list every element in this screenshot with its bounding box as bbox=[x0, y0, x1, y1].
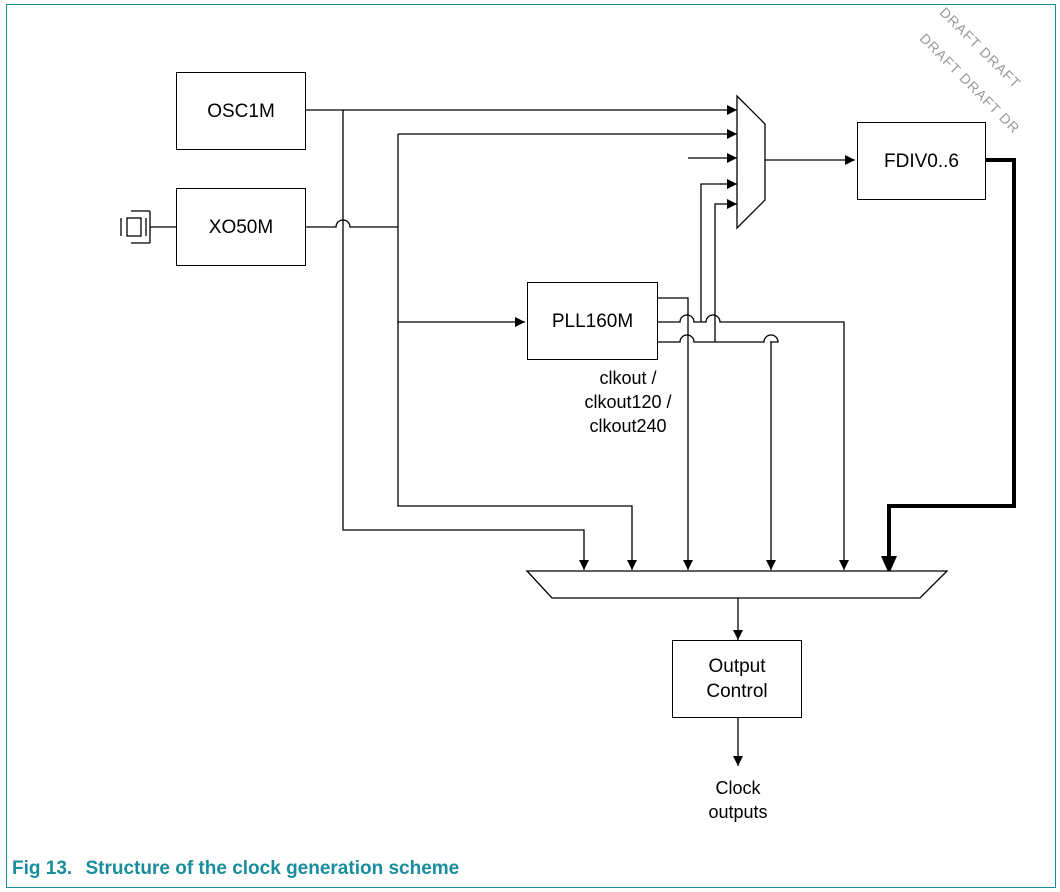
figure-frame bbox=[6, 4, 1056, 888]
clock-outputs-line1: Clock bbox=[715, 778, 761, 798]
osc1m-bus-wire-lower bbox=[342, 298, 589, 570]
clock-select-mux bbox=[736, 94, 766, 230]
pll-outputs-line3: clkout240 bbox=[589, 416, 667, 436]
fdiv-thick-arrowhead bbox=[881, 556, 897, 574]
pll-outputs-line2: clkout120 / bbox=[584, 392, 672, 412]
pll160m-label: PLL160M bbox=[551, 310, 634, 332]
output-control-block: Output Control bbox=[672, 640, 802, 718]
pll-outputs-label: clkout / clkout120 / clkout240 bbox=[566, 366, 690, 438]
pll-clkout240-to-mux-wire bbox=[714, 199, 737, 342]
output-control-label-line2: Control bbox=[706, 681, 768, 702]
fdiv-output-thick-wire bbox=[887, 158, 1016, 560]
osc1m-block: OSC1M bbox=[176, 72, 306, 150]
clock-outputs-line2: outputs bbox=[708, 802, 768, 822]
pll160m-block: PLL160M bbox=[527, 282, 658, 360]
figure-number: Fig 13. bbox=[12, 858, 73, 879]
xo50m-bus-wire bbox=[397, 134, 637, 570]
xo50m-block: XO50M bbox=[176, 188, 306, 266]
osc1m-label: OSC1M bbox=[207, 100, 275, 122]
figure-title: Structure of the clock generation scheme bbox=[85, 858, 460, 879]
osc1m-bus-wire bbox=[306, 109, 344, 298]
output-control-label-line1: Output bbox=[708, 656, 766, 677]
crystal-icon bbox=[120, 210, 176, 244]
pll-clkout120-to-mux-wire bbox=[700, 179, 737, 322]
pll-outputs-line1: clkout / bbox=[599, 368, 657, 388]
clock-outputs-label: Clock outputs bbox=[700, 776, 776, 824]
pll-clkout240-wire bbox=[658, 334, 779, 343]
output-select-mux bbox=[525, 570, 949, 599]
xo50m-out-wire bbox=[306, 219, 398, 228]
pll-clkout-wire bbox=[658, 297, 693, 570]
fdiv-label: FDIV0..6 bbox=[884, 150, 959, 172]
figure-caption: Fig 13. Structure of the clock generatio… bbox=[12, 858, 459, 880]
fdiv-block: FDIV0..6 bbox=[857, 122, 986, 200]
pll-clkout120-wire bbox=[658, 314, 849, 570]
xo50m-label: XO50M bbox=[208, 216, 274, 238]
